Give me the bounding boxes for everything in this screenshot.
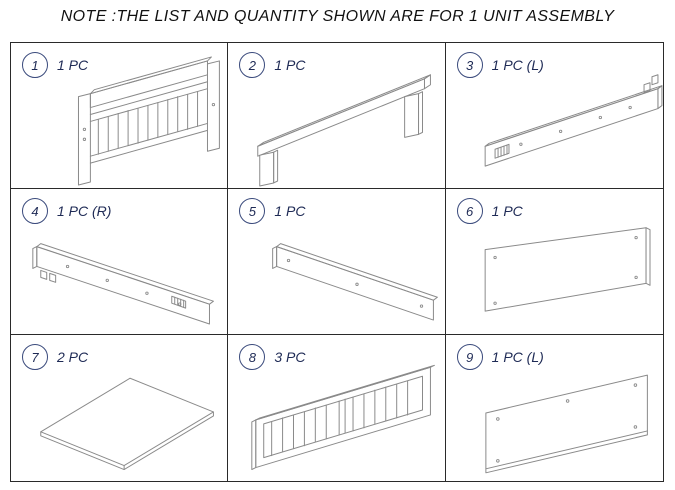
part-header: 7 2 PC [22, 344, 88, 370]
part-cell-2: 2 1 PC [228, 43, 446, 189]
side-rail-left-icon [484, 74, 663, 167]
part-cell-9: 9 1 PC (L) [446, 335, 663, 481]
parts-grid: 1 1 PC 2 1 P [10, 42, 664, 482]
part-header: 9 1 PC (L) [456, 344, 544, 370]
back-panel-icon [485, 374, 648, 474]
part-number-badge: 2 [239, 52, 266, 78]
part-header: 6 1 PC [456, 198, 523, 224]
part-cell-7: 7 2 PC [11, 335, 229, 481]
part-number-badge: 3 [456, 52, 483, 78]
headboard-icon [77, 56, 220, 186]
footboard-rail-icon [257, 74, 432, 187]
part-header: 4 1 PC (R) [22, 198, 111, 224]
part-header: 2 1 PC [239, 52, 305, 78]
part-header: 1 1 PC [22, 52, 88, 78]
part-cell-8: 8 3 PC [228, 335, 446, 481]
part-cell-5: 5 1 PC [228, 189, 446, 335]
part-qty: 1 PC (L) [491, 349, 544, 365]
part-number-badge: 7 [22, 344, 48, 370]
part-qty: 1 PC (R) [57, 203, 112, 219]
slatted-guard-icon [251, 364, 436, 471]
board-panel-icon [40, 377, 214, 471]
part-number-badge: 4 [22, 198, 48, 224]
part-qty: 1 PC [57, 57, 89, 73]
part-cell-6: 6 1 PC [445, 189, 663, 335]
part-header: 3 1 PC (L) [456, 52, 544, 78]
part-number-badge: 9 [456, 344, 483, 370]
part-header: 5 1 PC [239, 198, 305, 224]
part-number-badge: 6 [456, 198, 483, 224]
part-header: 8 3 PC [239, 344, 305, 370]
part-cell-1: 1 1 PC [11, 43, 229, 189]
part-qty: 1 PC [491, 203, 523, 219]
part-cell-4: 4 1 PC (R) [11, 189, 229, 335]
part-qty: 1 PC [274, 203, 306, 219]
part-qty: 2 PC [57, 349, 89, 365]
side-rail-right-icon [32, 243, 214, 325]
part-number-badge: 5 [239, 198, 266, 224]
flat-panel-icon [484, 227, 651, 312]
part-qty: 3 PC [274, 349, 306, 365]
part-qty: 1 PC [274, 57, 306, 73]
note-text: NOTE :THE LIST AND QUANTITY SHOWN ARE FO… [60, 8, 615, 25]
part-qty: 1 PC (L) [491, 57, 544, 73]
part-number-badge: 1 [22, 52, 48, 78]
part-cell-3: 3 1 PC (L) [445, 43, 663, 189]
part-number-badge: 8 [239, 344, 266, 370]
narrow-plank-icon [272, 243, 439, 321]
